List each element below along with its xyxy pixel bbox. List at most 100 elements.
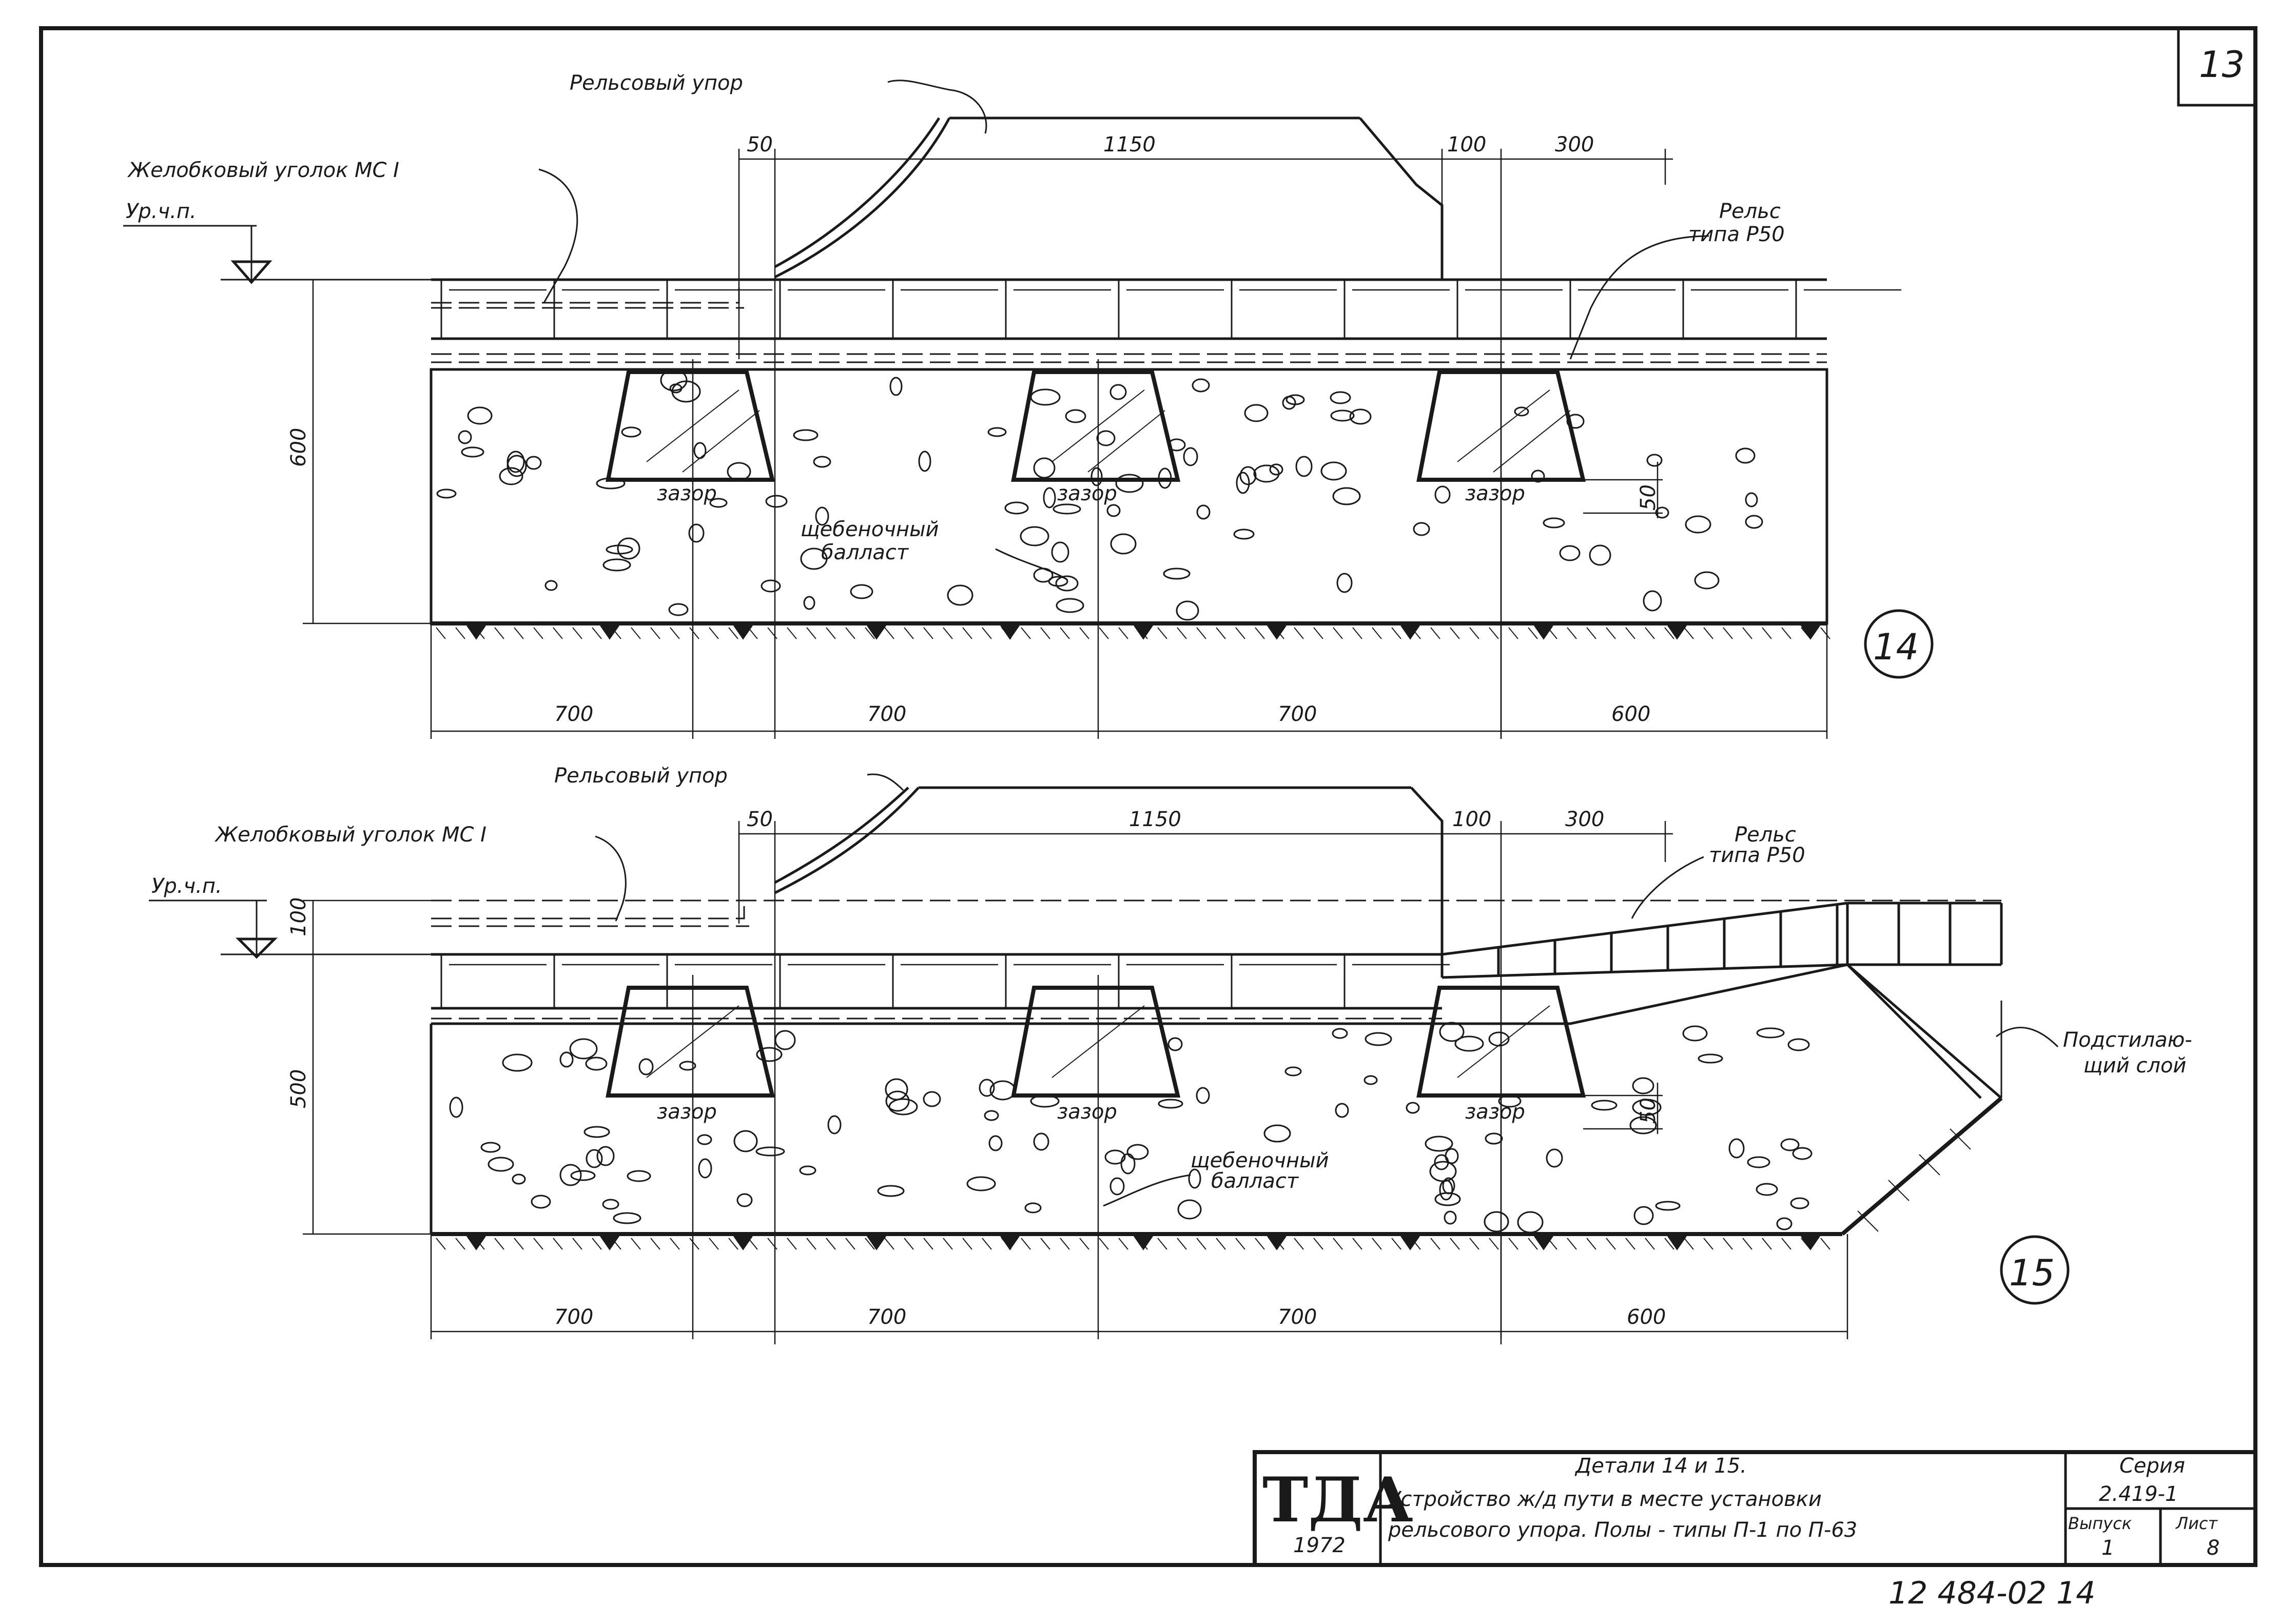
- gravel-stone: [1485, 1132, 1503, 1145]
- ground-hatch: [436, 627, 446, 639]
- gravel-stone: [638, 1058, 654, 1075]
- gravel-stone: [1336, 573, 1353, 593]
- ground-mark: [867, 625, 886, 640]
- ground-hatch: [1664, 627, 1674, 639]
- gravel-stone: [1030, 388, 1061, 406]
- ground-mark: [1400, 625, 1420, 640]
- ground-hatch: [1118, 1238, 1128, 1250]
- ground-hatch: [923, 627, 933, 639]
- ground-hatch: [962, 1238, 972, 1250]
- gravel-stone: [1126, 1144, 1149, 1160]
- ground-hatch: [553, 1238, 563, 1250]
- ground-hatch: [787, 1238, 797, 1250]
- ground-hatch: [1742, 1238, 1752, 1250]
- gravel-stone: [1559, 545, 1581, 561]
- gravel-stone: [621, 426, 641, 438]
- gravel-stone: [525, 456, 542, 470]
- gravel-stone: [1183, 447, 1198, 466]
- ground-hatch: [1313, 1238, 1323, 1250]
- ground-hatch: [806, 627, 816, 639]
- gravel-stone: [1756, 1027, 1785, 1039]
- gravel-stone: [1053, 503, 1081, 515]
- gravel-stone: [1332, 487, 1361, 505]
- ground-hatch: [1703, 627, 1713, 639]
- sheet-border: [39, 26, 2257, 1567]
- gravel-stone: [1349, 408, 1372, 425]
- ground-hatch: [1099, 1238, 1109, 1250]
- rail-14-label-2: типа Р50: [1688, 223, 1785, 246]
- slope-hatch-15: [1857, 1128, 1971, 1232]
- ground-hatch: [572, 627, 582, 639]
- gravel-stone: [1429, 1161, 1457, 1182]
- gravel-stone: [596, 477, 626, 490]
- ground-mark: [1801, 625, 1820, 640]
- gravel-stone: [1115, 474, 1144, 493]
- ground-hatch: [1060, 1238, 1070, 1250]
- gravel-stone: [1514, 406, 1529, 417]
- ground-hatch: [1625, 627, 1635, 639]
- ground-hatch: [1528, 627, 1538, 639]
- gravel-stone: [1439, 1179, 1453, 1201]
- gravel-stone: [1632, 1099, 1662, 1116]
- rail-15-label-2: типа Р50: [1709, 844, 1805, 867]
- gravel-stone: [947, 584, 973, 606]
- gravel-stone: [1065, 409, 1086, 423]
- gravel-stone: [987, 427, 1007, 437]
- ground-hatch: [1196, 627, 1206, 639]
- subbase-15-label-1: Подстилаю-: [2063, 1028, 2192, 1052]
- ground-hatch: [533, 627, 543, 639]
- ground-hatch: [592, 627, 602, 639]
- ground-hatch: [1333, 1238, 1343, 1250]
- gravel-stone: [1167, 438, 1186, 452]
- detail-14: 50 1150 100 300 600 50 700 700 700 600: [123, 71, 1934, 739]
- ground-hatch: [728, 1238, 738, 1250]
- gravel-stone: [727, 462, 751, 481]
- ground-hatch: [806, 1238, 816, 1250]
- sheet-label: Лист: [2175, 1514, 2218, 1533]
- ground-hatch: [1235, 1238, 1245, 1250]
- org-stamp: ТДА: [1262, 1464, 1413, 1536]
- ballast-body-14: [430, 368, 1828, 625]
- gravel-stone: [499, 467, 523, 485]
- gravel-stone: [1792, 1147, 1813, 1160]
- title-line-2: Устройство ж/д пути в месте установки: [1388, 1488, 1822, 1511]
- dim-15-b4: 600: [1627, 1305, 1666, 1329]
- gap-14-2: зазор: [1057, 482, 1117, 505]
- ground-hatch: [1450, 1238, 1460, 1250]
- ground-hatch: [767, 1238, 777, 1250]
- ground-hatch: [1625, 1238, 1635, 1250]
- dimensions-14: 50 1150 100 300 600 50 700 700 700 600: [287, 133, 1828, 739]
- gravel-stone: [613, 1212, 641, 1224]
- dim-14-b2: 700: [867, 702, 906, 726]
- series-label: Серия: [2119, 1454, 2185, 1478]
- angle-15-label: Желобковый уголок МС I: [214, 823, 486, 847]
- gravel-stone: [1033, 1132, 1049, 1151]
- gravel-stone: [1439, 1022, 1465, 1042]
- ground-hatch: [982, 1238, 992, 1250]
- gravel-stone: [1263, 1124, 1291, 1143]
- gravel-stone: [627, 1170, 651, 1182]
- ground-hatch: [1040, 627, 1050, 639]
- ground-hatch: [787, 627, 797, 639]
- gravel-stone: [1177, 1199, 1202, 1220]
- ground-mark: [600, 1236, 619, 1250]
- issue-value: 1: [2101, 1536, 2114, 1560]
- ground-hatch: [1099, 627, 1109, 639]
- ground-mark: [1801, 1236, 1820, 1250]
- ground-mark: [1534, 625, 1553, 640]
- gravel-stone: [1655, 1201, 1681, 1211]
- ground-hatch: [1664, 1238, 1674, 1250]
- ground-mark: [733, 1236, 753, 1250]
- ground-mark: [466, 625, 486, 640]
- ground-hatch: [689, 627, 699, 639]
- gravel-stone: [1643, 590, 1662, 612]
- gravel-stone: [1776, 1217, 1793, 1230]
- gravel-stone: [1780, 1138, 1800, 1151]
- gravel-stone: [507, 451, 525, 473]
- ground-hatch: [1196, 1238, 1206, 1250]
- ground-hatch: [884, 1238, 894, 1250]
- gravel-stone: [1454, 1035, 1484, 1052]
- gravel-stone: [1682, 1025, 1708, 1042]
- gravel-stone: [586, 1149, 603, 1168]
- gravel-stone: [733, 1130, 758, 1152]
